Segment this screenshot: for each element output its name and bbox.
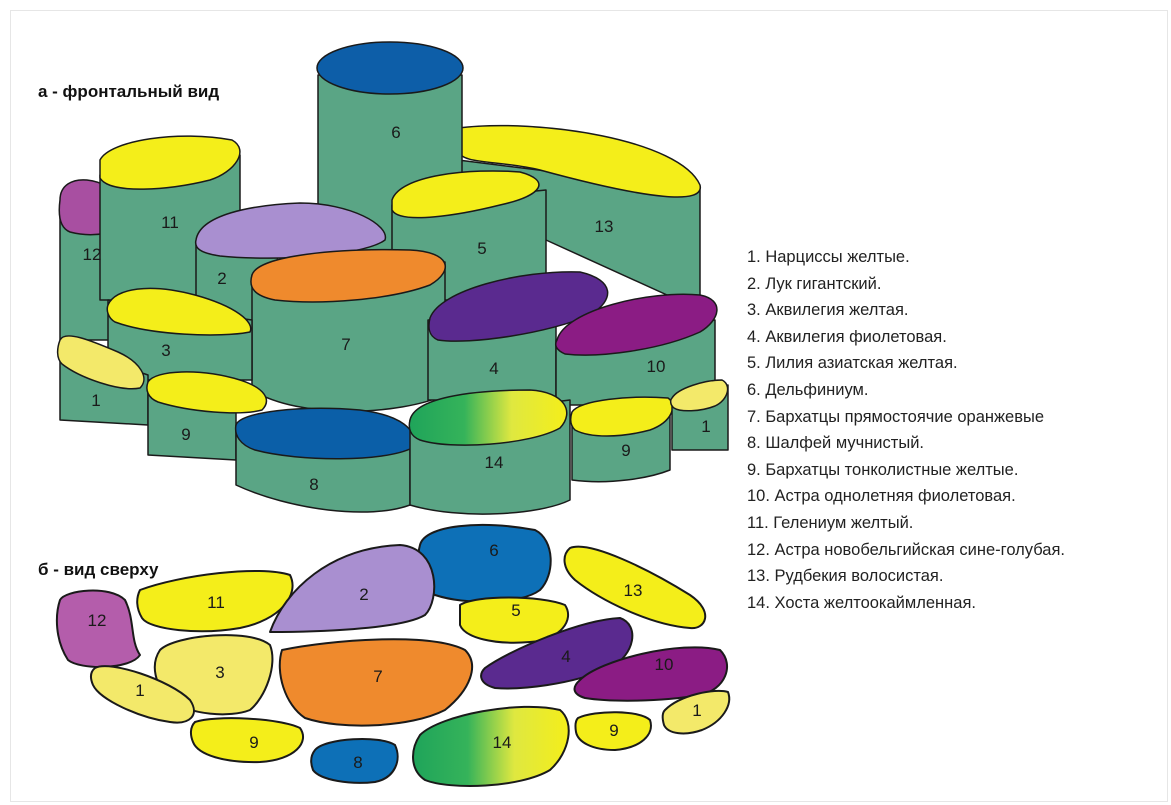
front-label-9-right: 9 [621,441,630,460]
front-plant-1-left [56,335,149,426]
front-plant-9-left [146,371,268,461]
front-label-1-right: 1 [701,417,710,436]
front-view-title: а - фронтальный вид [38,82,220,101]
top-label-7: 7 [373,667,382,686]
front-plant-10 [554,293,718,406]
top-plant-5 [459,596,570,644]
top-label-10: 10 [655,655,674,674]
front-label-4: 4 [489,359,498,378]
front-plant-1-right [669,379,729,451]
top-label-1-right: 1 [692,701,701,720]
top-label-2: 2 [359,585,368,604]
front-label-12: 12 [83,245,102,264]
legend-item: 5. Лилия азиатская желтая. [747,354,958,373]
top-plant-11 [136,570,294,633]
legend-item: 12. Астра новобельгийская сине-голубая. [747,540,1065,559]
front-label-2: 2 [217,269,226,288]
legend-item: 3. Аквилегия желтая. [747,301,909,320]
top-label-12: 12 [88,611,107,630]
front-label-13: 13 [595,217,614,236]
top-plant-9-left [189,717,305,764]
legend-item: 13. Рудбекия волосистая. [747,567,944,586]
top-plant-8 [310,737,399,784]
legend-item: 9. Бархатцы тонколистные желтые. [747,460,1019,479]
front-label-6: 6 [391,123,400,142]
front-label-14: 14 [485,453,504,472]
top-label-5: 5 [511,601,520,620]
legend-item: 1. Нарциссы желтые. [747,248,910,266]
figure-frame [10,10,1168,802]
legend-item: 11. Гелениум желтый. [747,513,914,532]
top-plant-14 [412,705,570,787]
front-label-10: 10 [647,357,666,376]
top-label-3: 3 [215,663,224,682]
top-plant-1-left [89,665,195,724]
front-label-7: 7 [341,335,350,354]
front-plant-8 [234,407,415,513]
top-label-9-left: 9 [249,733,258,752]
top-label-4: 4 [561,647,570,666]
top-label-11: 11 [207,593,225,612]
front-plant-7 [250,248,447,412]
top-label-6: 6 [489,541,498,560]
top-plant-6 [417,524,552,603]
top-view-title: б - вид сверху [38,560,159,579]
plant-legend: 1. Нарциссы желтые. 2. Лук гигантский. 3… [747,244,1065,616]
legend-item: 14. Хоста желтоокаймленная. [747,593,976,612]
top-label-1-left: 1 [135,681,144,700]
legend-item: 10. Астра однолетняя фиолетовая. [747,487,1016,506]
legend-item: 2. Лук гигантский. [747,274,882,293]
front-plant-14 [408,389,571,515]
legend-item: 6. Дельфиниум. [747,380,869,399]
front-label-3: 3 [161,341,170,360]
top-plant-12 [55,589,141,668]
top-label-13: 13 [624,581,643,600]
legend-item: 4. Аквилегия фиолетовая. [747,327,947,346]
front-plant-9-right [570,396,674,483]
top-plant-13 [563,545,707,630]
top-plant-1-right [661,689,731,735]
top-view: 6 12 11 2 13 5 3 7 4 10 1 9 8 14 9 1 [55,524,731,787]
legend-item: 7. Бархатцы прямостоячие оранжевые [747,407,1045,426]
front-plant-4 [427,271,609,401]
front-label-8: 8 [309,475,318,494]
front-plant-3 [106,287,253,381]
top-label-8: 8 [353,753,362,772]
front-label-1-left: 1 [91,391,100,410]
front-view: 6 11 12 2 5 13 7 3 4 10 1 9 8 14 9 1 [56,41,729,515]
top-label-14: 14 [493,733,512,752]
top-label-9-right: 9 [609,721,618,740]
front-label-11: 11 [161,213,179,232]
top-plant-9-right [574,711,652,751]
top-plant-2 [269,544,436,633]
top-plant-7 [278,638,474,727]
legend-item: 8. Шалфей мучнистый. [747,434,924,453]
front-label-9-left: 9 [181,425,190,444]
front-label-5: 5 [477,239,486,258]
